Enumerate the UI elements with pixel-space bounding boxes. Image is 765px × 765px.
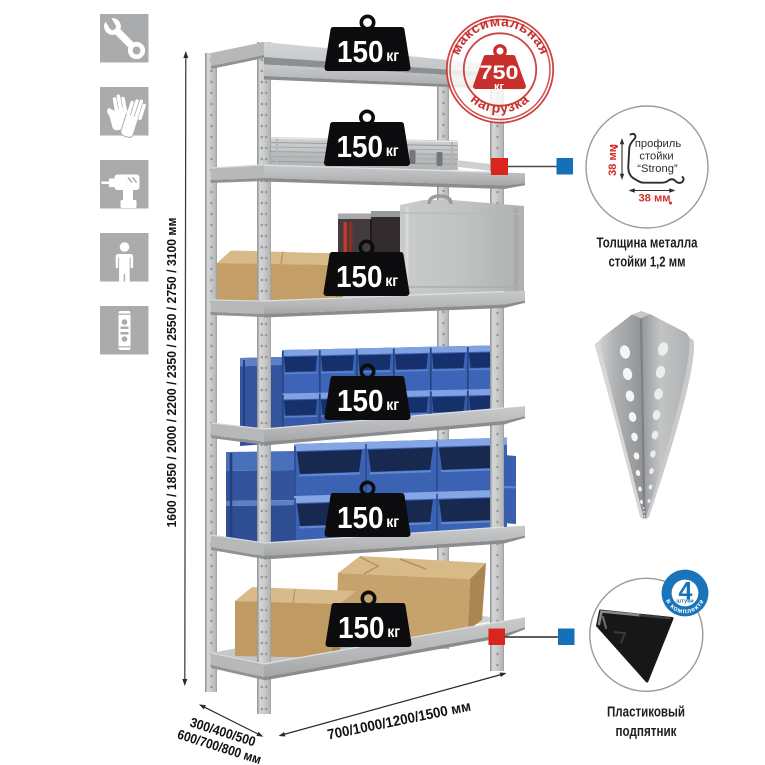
svg-text:стойки: стойки — [639, 151, 673, 163]
svg-text:150: 150 — [336, 260, 383, 294]
svg-text:штуки: штуки — [676, 599, 694, 605]
svg-text:профиль: профиль — [635, 138, 681, 150]
svg-text:150: 150 — [337, 501, 384, 535]
svg-text:38 мм: 38 мм — [638, 193, 670, 205]
svg-text:подпятник: подпятник — [616, 724, 678, 740]
svg-text:150: 150 — [338, 611, 385, 645]
svg-text:150: 150 — [337, 35, 384, 69]
svg-text:кг: кг — [386, 48, 399, 65]
svg-text:750: 750 — [480, 62, 519, 84]
svg-text:Толщина металла: Толщина металла — [597, 236, 699, 252]
svg-text:150: 150 — [337, 130, 384, 164]
svg-text:38 мм: 38 мм — [607, 144, 619, 176]
svg-text:1600 / 1850 / 2000 / 2200 / 23: 1600 / 1850 / 2000 / 2200 / 2350 / 2550 … — [164, 218, 179, 528]
svg-text:150: 150 — [337, 384, 384, 418]
svg-text:кг: кг — [386, 143, 399, 160]
svg-text:кг: кг — [387, 624, 400, 641]
svg-text:кг: кг — [494, 81, 505, 93]
svg-text:“Strong”: “Strong” — [637, 163, 678, 175]
svg-text:стойки 1,2 мм: стойки 1,2 мм — [609, 255, 686, 271]
svg-text:4: 4 — [679, 578, 693, 606]
svg-text:Пластиковый: Пластиковый — [607, 705, 685, 721]
svg-text:кг: кг — [385, 273, 398, 290]
svg-text:кг: кг — [386, 514, 399, 531]
svg-text:кг: кг — [386, 397, 399, 414]
